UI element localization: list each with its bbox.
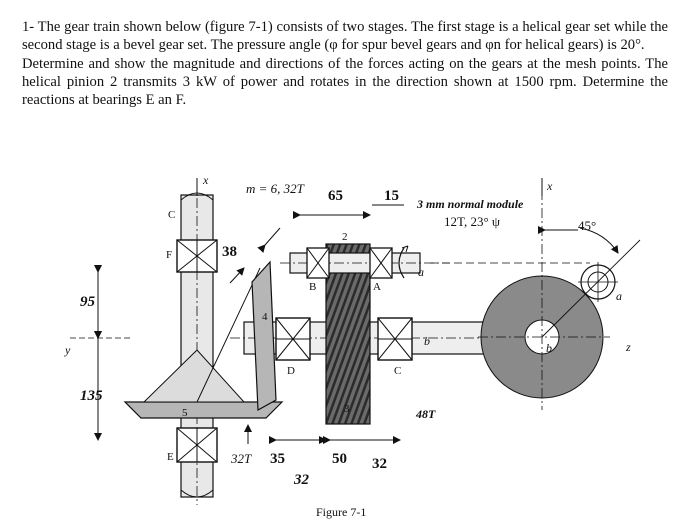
dim-35: 35: [270, 451, 285, 467]
helical-gear-3: [325, 243, 371, 425]
label-F: F: [166, 249, 172, 261]
z-axis-label: z: [625, 340, 631, 354]
dim-95: 95: [80, 294, 96, 310]
label-a2: a: [616, 289, 622, 303]
y-axis-label: y: [64, 343, 71, 357]
dim-32T: 32T: [230, 451, 252, 466]
dimension-lines: [70, 178, 578, 444]
pinion-shaft: [280, 245, 450, 279]
bevel-pinion-4: [251, 260, 277, 411]
label-b1: b: [424, 334, 430, 348]
label-b2: b: [546, 341, 552, 355]
label-gear-5: 5: [182, 407, 188, 419]
dim-32: 32: [293, 472, 310, 488]
label-gear-2: 2: [342, 231, 348, 243]
problem-paragraph-1: 1- The gear train shown below (figure 7-…: [22, 19, 668, 54]
x-axis-label-top: x: [202, 173, 209, 187]
helical-spec-1: 3 mm normal module: [416, 197, 524, 211]
label-gear-4: 4: [262, 311, 268, 323]
angle-label: 45°: [578, 218, 596, 233]
x-axis-label-right: x: [546, 179, 553, 193]
bevel-spec-label: m = 6, 32T: [246, 181, 305, 196]
label-D: D: [287, 365, 295, 377]
problem-statement: 1- The gear train shown below (figure 7-…: [22, 18, 668, 109]
label-B: B: [309, 281, 316, 293]
problem-paragraph-2: Determine and show the magnitude and dir…: [22, 55, 668, 109]
dim-32b: 32: [372, 456, 387, 472]
dim-135: 135: [80, 388, 103, 404]
dim-50: 50: [332, 451, 347, 467]
label-a1: a: [418, 265, 424, 279]
dim-38: 38: [222, 244, 237, 260]
label-E: E: [167, 451, 174, 463]
dim-65: 65: [328, 188, 343, 204]
helical-spec-2: 12T, 23° ψ: [444, 214, 500, 229]
dim-15: 15: [384, 188, 399, 204]
end-view: [430, 190, 641, 410]
label-C-lower: C: [394, 365, 401, 377]
label-gear-3: 3: [344, 403, 350, 415]
label-A: A: [373, 281, 381, 293]
figure-caption: Figure 7-1: [316, 505, 366, 519]
vertical-shaft: [176, 180, 218, 505]
figure-labels: x x y z m = 6, 32T 65 15 3 mm normal mod…: [64, 173, 631, 519]
label-C: C: [168, 209, 175, 221]
bevel-gear-5: [123, 267, 284, 419]
gear-48T: 48T: [415, 407, 436, 421]
